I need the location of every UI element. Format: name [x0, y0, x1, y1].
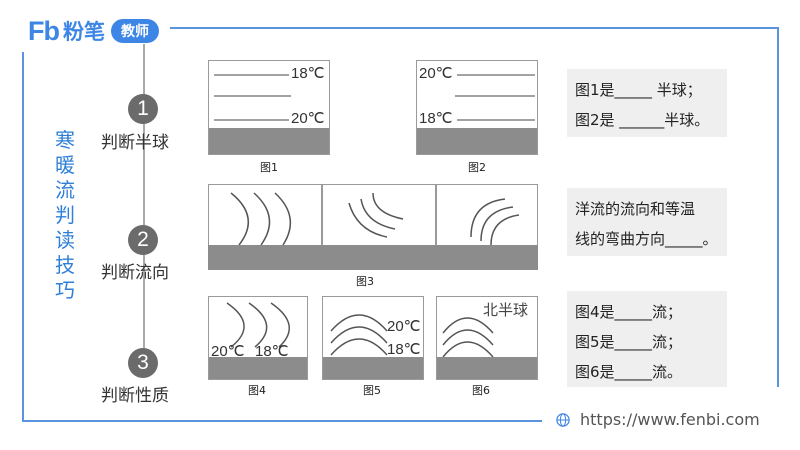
figure-1-top-temp: 18℃: [291, 65, 325, 82]
figure-5-curves: [330, 314, 388, 356]
figure-3b-curves: [348, 192, 404, 238]
figure-6-curves: [442, 317, 494, 358]
figure-5-upper-temp: 20℃: [387, 318, 421, 335]
figure-4-curves: [226, 302, 290, 348]
figure-2-land: [417, 128, 537, 154]
answer-3-line-1: 图4是_____流；: [575, 303, 683, 321]
frame-top-line: [170, 27, 779, 29]
figure-4-left-temp: 20℃: [211, 343, 245, 360]
figure-4-right-temp: 18℃: [255, 343, 289, 360]
figure-1-isotherms: [214, 74, 291, 121]
answer-box-hemisphere: 图1是_____ 半球； 图2是 ______半球。: [567, 69, 727, 137]
figure-2-top-temp: 20℃: [419, 65, 453, 82]
brand-logo: Fb 粉笔 教师: [28, 14, 159, 48]
figure-1-bottom-temp: 20℃: [291, 110, 325, 127]
figure-5-land: [323, 357, 423, 379]
figure-4-caption: 图4: [248, 384, 266, 397]
answer-3-line-2: 图5是_____流；: [575, 333, 683, 351]
figure-1-land: [209, 128, 329, 154]
figure-2-caption: 图2: [468, 161, 486, 174]
answer-3-line-3: 图6是_____流。: [575, 363, 683, 381]
figure-3c-curves: [470, 198, 520, 246]
figure-5-lower-temp: 18℃: [387, 341, 421, 358]
answer-1-line-2: 图2是 ______半球。: [575, 111, 710, 129]
frame-left-line: [22, 52, 24, 422]
figure-1-caption: 图1: [260, 161, 278, 174]
figure-1: 18℃ 20℃: [208, 60, 330, 155]
frame-right-line: [777, 27, 779, 387]
figure-2: 20℃ 18℃: [416, 60, 538, 155]
globe-icon: [556, 412, 570, 427]
step-2-label: 判断流向: [101, 263, 169, 283]
answer-2-line-2: 线的弯曲方向_____。: [575, 230, 718, 248]
brand-fb: Fb: [28, 15, 60, 46]
figure-5-caption: 图5: [363, 384, 381, 397]
brand-badge: 教师: [111, 19, 159, 43]
frame-bottom-line: [22, 420, 542, 422]
figure-3a-curves: [230, 192, 292, 246]
figure-6-caption: 图6: [472, 384, 490, 397]
step-3-number: 3: [128, 348, 158, 378]
step-1-label: 判断半球: [101, 133, 169, 153]
answer-box-nature: 图4是_____流； 图5是_____流； 图6是_____流。: [567, 291, 727, 387]
figure-6: 北半球: [436, 296, 538, 380]
answer-box-direction: 洋流的流向和等温 线的弯曲方向_____。: [567, 188, 727, 256]
side-title: 寒暖流判读技巧: [55, 128, 75, 302]
figure-2-bottom-temp: 18℃: [419, 110, 453, 127]
figure-6-land: [437, 357, 537, 379]
step-1-number: 1: [128, 94, 158, 124]
footer-url[interactable]: https://www.fenbi.com: [556, 410, 760, 429]
figure-3-land: [208, 245, 538, 270]
step-3-label: 判断性质: [101, 386, 169, 406]
figure-3-caption: 图3: [356, 275, 374, 288]
figure-2-isotherms: [455, 74, 535, 121]
figure-6-hemisphere-label: 北半球: [483, 302, 529, 319]
footer-url-text: https://www.fenbi.com: [580, 410, 760, 429]
answer-2-line-1: 洋流的流向和等温: [575, 200, 696, 218]
step-2-number: 2: [128, 225, 158, 255]
steps-timeline: [143, 44, 145, 374]
answer-1-line-1: 图1是_____ 半球；: [575, 81, 702, 99]
brand-name: 粉笔: [63, 20, 105, 44]
figure-4: 20℃ 18℃: [208, 296, 308, 380]
figure-5: 20℃ 18℃: [322, 296, 424, 380]
figure-4-land: [209, 357, 307, 379]
